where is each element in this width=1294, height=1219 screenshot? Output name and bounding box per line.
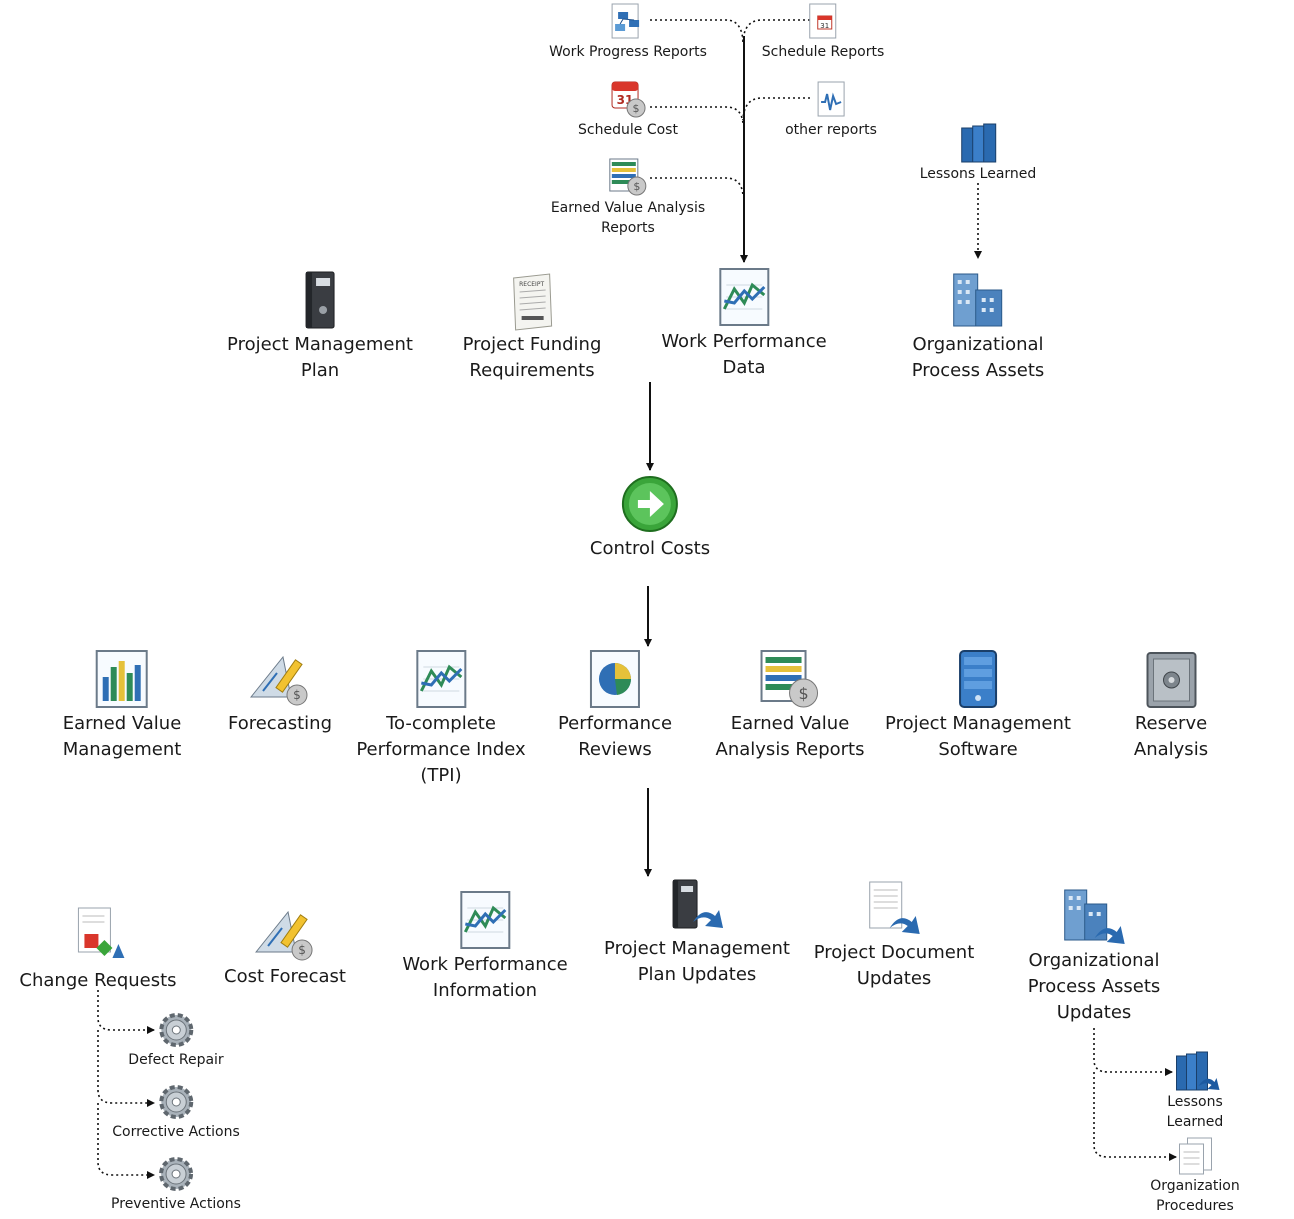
organizational-process-assets-node: Organizational Process Assets — [911, 268, 1045, 384]
gear-icon — [159, 1013, 193, 1047]
project-management-plan-label: Project Management Plan — [227, 334, 413, 381]
gear-icon — [159, 1157, 193, 1191]
project-funding-requirements-node: RECEIPT Project Funding Requirements — [462, 270, 602, 384]
earned-value-analysis-reports-node: $ Earned Value Analysis Reports — [715, 647, 865, 763]
tcpi-label: To-complete Performance Index (TPI) — [356, 713, 526, 786]
lessons-learned-source-label: Lessons Learned — [919, 166, 1037, 182]
work-performance-data-node: Work Performance Data — [661, 265, 827, 381]
calendar-document-icon: 31 — [809, 3, 837, 39]
binders-update-icon — [1175, 1051, 1219, 1091]
binder-update-icon — [672, 879, 723, 929]
ev-analysis-reports-source-label: Earned Value Analysis Reports — [550, 200, 706, 236]
cost-forecast-label: Cost Forecast — [224, 966, 346, 987]
earned-value-management-node: Earned Value Management — [62, 647, 182, 763]
project-management-software-node: Project Management Software — [885, 647, 1071, 763]
line-chart-icon — [460, 891, 510, 949]
lessons-learned-update-node: Lessons Learned — [1146, 1050, 1245, 1132]
change-request-branch-lines — [97, 990, 155, 1179]
project-document-updates-label: Project Document Updates — [813, 942, 975, 989]
document-shapes-icon — [77, 907, 124, 958]
project-management-plan-node: Project Management Plan — [227, 268, 413, 384]
gear-icon — [158, 1085, 193, 1119]
server-icon — [958, 650, 997, 708]
schedule-reports-label: Schedule Reports — [761, 44, 885, 60]
opa-updates-label: Organizational Process Assets Updates — [1027, 950, 1161, 1023]
work-performance-information-node: Work Performance Information — [402, 888, 568, 1004]
waveform-document-icon — [817, 81, 845, 117]
svg-text:$: $ — [632, 102, 639, 115]
opa-update-branch-lines — [1093, 1028, 1177, 1161]
ev-analysis-reports-source-node: $ Earned Value Analysis Reports — [551, 156, 705, 238]
tcpi-node: To-complete Performance Index (TPI) — [356, 647, 526, 789]
organization-procedures-label: Organization Procedures and Processes Up… — [1150, 1178, 1240, 1219]
earned-value-management-label: Earned Value Management — [62, 713, 182, 760]
line-chart-icon — [416, 650, 466, 708]
receipt-icon: RECEIPT — [513, 273, 553, 331]
defect-repair-label: Defect Repair — [128, 1052, 224, 1068]
office-building-update-icon — [1064, 889, 1125, 944]
work-performance-information-label: Work Performance Information — [402, 954, 568, 1001]
performance-reviews-label: Performance Reviews — [557, 713, 673, 760]
schedule-cost-node: 31 $ Schedule Cost — [578, 78, 678, 140]
control-costs-node: Control Costs — [590, 474, 710, 562]
change-requests-node: Change Requests — [19, 906, 177, 994]
office-building-icon — [953, 273, 1003, 327]
pencil-ruler-cost-icon: $ — [249, 655, 308, 706]
reserve-analysis-label: Reserve Analysis — [1133, 713, 1209, 760]
spreadsheet-cost-icon: $ — [609, 158, 647, 196]
defect-repair-node: Defect Repair — [128, 1010, 224, 1070]
calendar-cost-icon: 31 $ — [611, 81, 646, 118]
document-update-icon — [869, 881, 920, 934]
binders-icon — [961, 123, 997, 163]
work-progress-reports-node: Work Progress Reports — [549, 2, 707, 62]
schedule-cost-label: Schedule Cost — [578, 122, 678, 138]
binder-icon — [305, 271, 335, 329]
svg-text:$: $ — [293, 688, 301, 702]
earned-value-analysis-reports-label: Earned Value Analysis Reports — [715, 713, 865, 760]
opa-updates-node: Organizational Process Assets Updates — [1027, 886, 1161, 1026]
svg-text:$: $ — [799, 684, 809, 703]
spreadsheet-cost-icon: $ — [761, 650, 819, 708]
corrective-actions-label: Corrective Actions — [112, 1124, 240, 1140]
preventive-actions-node: Preventive Actions — [111, 1154, 241, 1214]
safe-icon — [1146, 652, 1196, 708]
organization-procedures-node: Organization Procedures and Processes Up… — [1146, 1136, 1245, 1219]
work-progress-reports-label: Work Progress Reports — [549, 44, 707, 60]
project-management-plan-updates-node: Project Management Plan Updates — [604, 876, 790, 988]
svg-text:$: $ — [634, 180, 641, 193]
project-management-plan-updates-label: Project Management Plan Updates — [604, 938, 790, 985]
svg-text:31: 31 — [821, 22, 830, 30]
other-reports-label: other reports — [785, 122, 877, 138]
pie-chart-icon — [589, 650, 640, 708]
line-chart-icon — [719, 268, 769, 326]
project-funding-requirements-label: Project Funding Requirements — [462, 334, 602, 381]
pencil-ruler-cost-icon: $ — [254, 910, 313, 961]
corrective-actions-node: Corrective Actions — [112, 1082, 240, 1142]
svg-text:RECEIPT: RECEIPT — [519, 281, 544, 288]
other-reports-node: other reports — [785, 80, 877, 140]
lessons-learned-update-label: Lessons Learned — [1166, 1094, 1224, 1130]
cost-forecast-node: $ Cost Forecast — [224, 906, 346, 990]
control-costs-label: Control Costs — [589, 538, 711, 559]
work-performance-data-label: Work Performance Data — [661, 331, 827, 378]
preventive-actions-label: Preventive Actions — [111, 1196, 241, 1212]
lessons-learned-source-node: Lessons Learned — [919, 122, 1037, 184]
reserve-analysis-node: Reserve Analysis — [1110, 649, 1233, 763]
svg-text:$: $ — [298, 943, 306, 957]
bar-chart-icon — [95, 650, 148, 708]
forecasting-node: $ Forecasting — [228, 651, 332, 737]
schedule-reports-node: 31 Schedule Reports — [761, 2, 885, 62]
green-arrow-circle-icon — [622, 476, 678, 532]
change-requests-label: Change Requests — [19, 970, 177, 991]
forecasting-label: Forecasting — [227, 713, 333, 734]
organizational-process-assets-label: Organizational Process Assets — [911, 334, 1045, 381]
project-management-software-label: Project Management Software — [885, 713, 1071, 760]
network-report-icon — [611, 3, 639, 39]
performance-reviews-node: Performance Reviews — [558, 647, 672, 763]
project-document-updates-node: Project Document Updates — [813, 880, 975, 992]
documents-icon — [1178, 1137, 1212, 1175]
